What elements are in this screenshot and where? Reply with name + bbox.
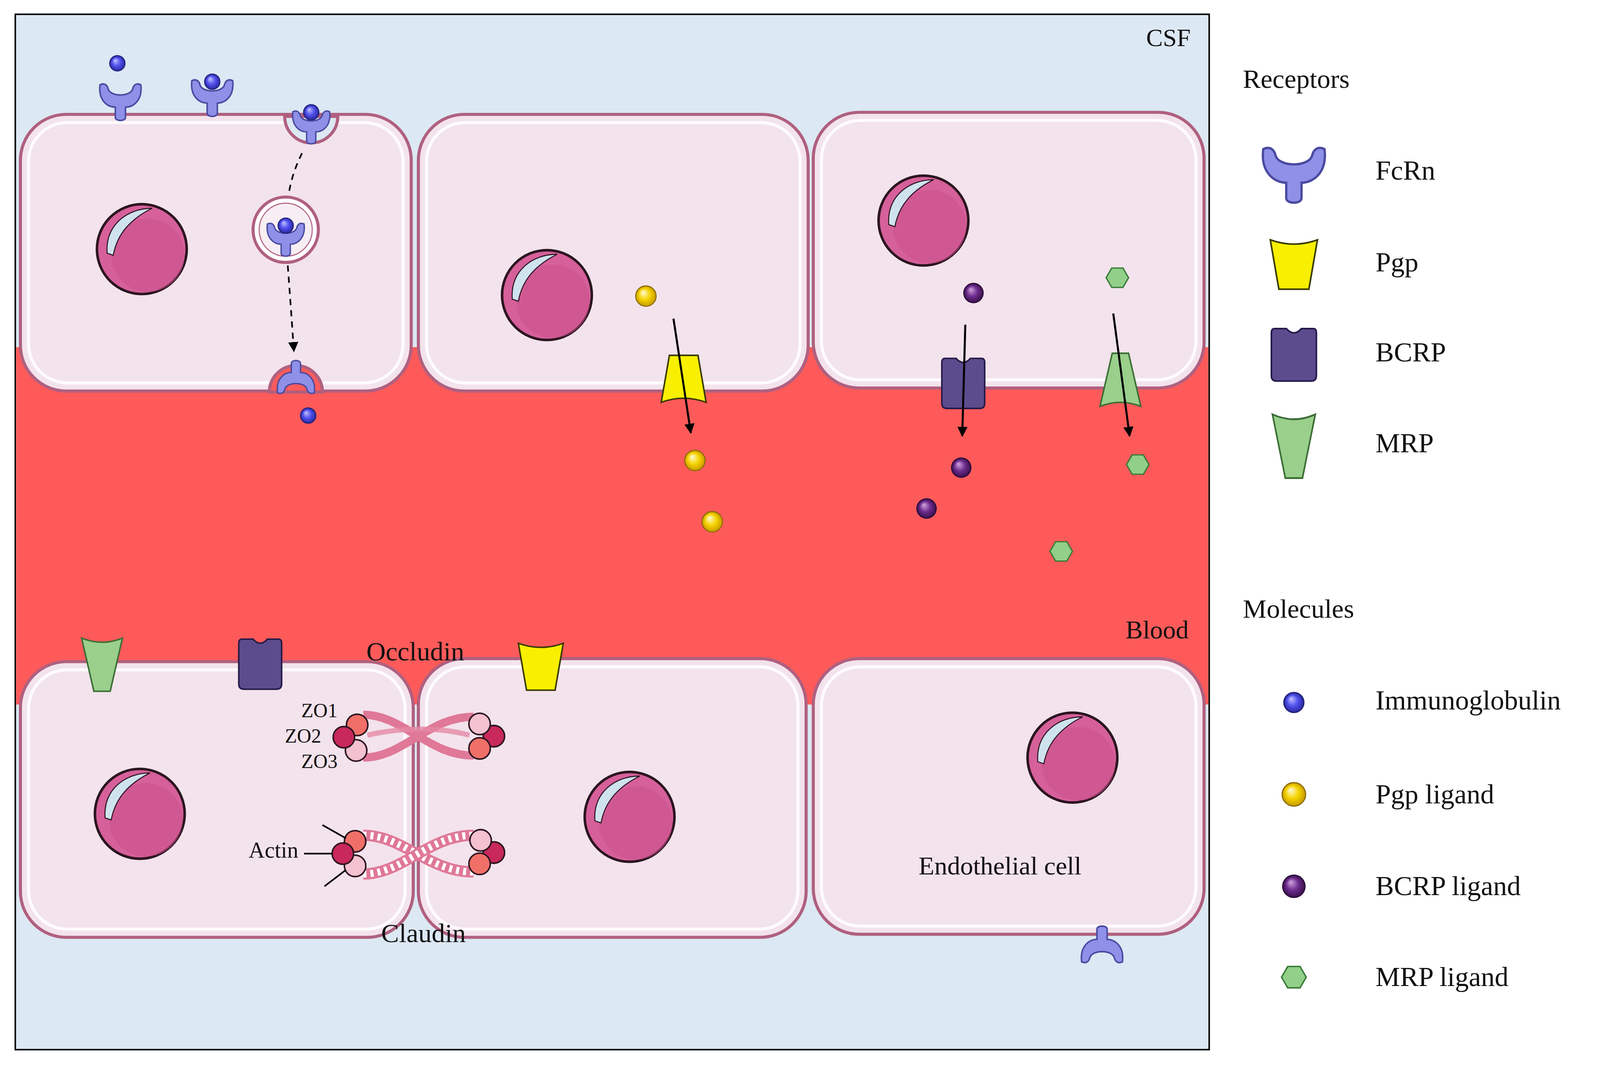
protein-label: ZO3: [301, 751, 338, 772]
region-label: Blood: [1125, 616, 1189, 643]
endothelial-cell: Endothelial cell: [813, 658, 1204, 935]
cell-label: Endothelial cell: [918, 852, 1082, 879]
legend-text: Pgp ligand: [1375, 780, 1495, 808]
protein-label: ZO2: [284, 726, 321, 746]
protein-label: Occludin: [366, 637, 465, 665]
protein-label: Actin: [248, 838, 299, 862]
legend-text: MRP: [1375, 429, 1434, 457]
legend-text: Immunoglobulin: [1375, 686, 1561, 715]
legend-text: BCRP ligand: [1375, 872, 1521, 900]
protein-label: Claudin: [381, 919, 466, 947]
protein-label: ZO1: [301, 700, 338, 721]
legend-heading: Receptors: [1242, 65, 1350, 93]
legend-text: BCRP: [1375, 338, 1447, 367]
legend-text: Pgp: [1375, 248, 1419, 277]
legend-heading: Molecules: [1242, 595, 1355, 622]
blood-band: Blood: [16, 352, 1209, 695]
region-label: CSF: [1146, 25, 1191, 51]
legend-text: FcRn: [1375, 156, 1436, 185]
legend-text: MRP ligand: [1375, 963, 1509, 991]
